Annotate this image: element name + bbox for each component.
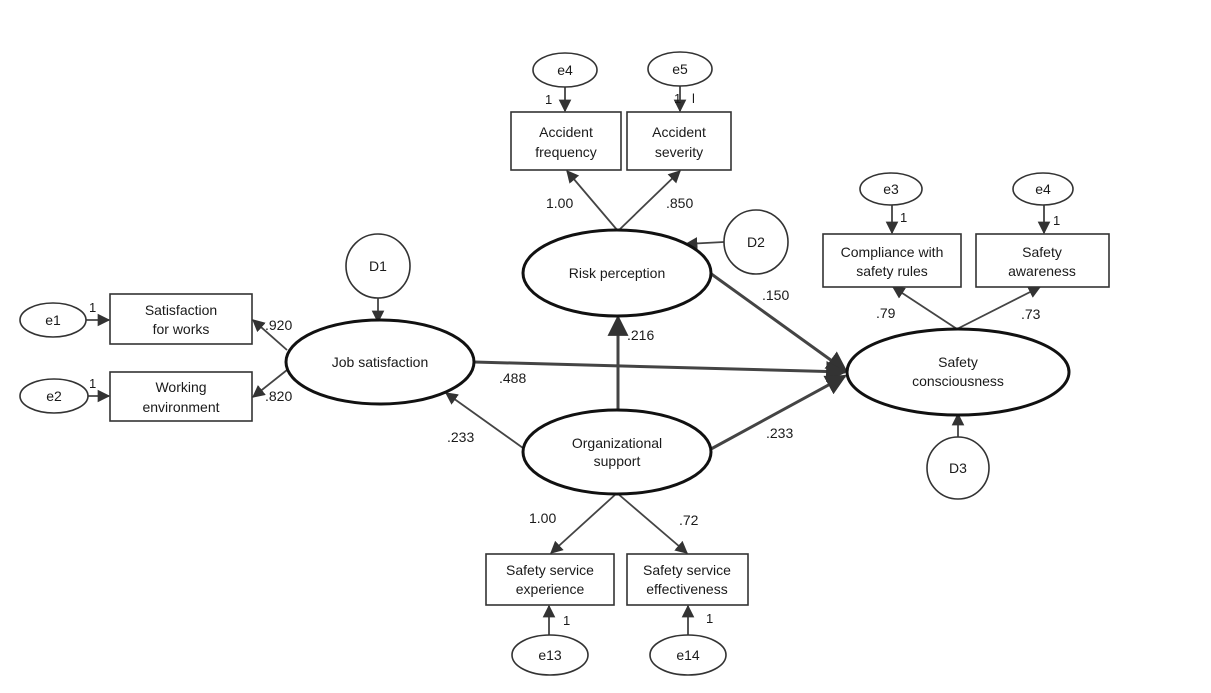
- accident-severity-label-2: severity: [655, 144, 703, 160]
- sc-csr-coefficient: .79: [876, 305, 896, 321]
- os-to-js-path: [444, 392, 524, 449]
- working-environment-label-2: environment: [142, 399, 219, 415]
- accident-severity-label-1: Accident: [652, 124, 706, 140]
- satisfaction-for-works-label-2: for works: [153, 321, 210, 337]
- e3-ellipse: [859, 172, 923, 206]
- e1-ellipse: [19, 302, 87, 338]
- organizational-support-ellipse: [521, 408, 713, 496]
- os-rp-coefficient: .216: [627, 327, 654, 343]
- d2-label: D2: [747, 234, 765, 250]
- e14-label: e14: [676, 647, 700, 663]
- organizational-support-label-2: support: [594, 453, 641, 469]
- js-we-coefficient: .820: [265, 388, 292, 404]
- job-satisfaction-ellipse: [284, 318, 476, 406]
- d1-circle: [345, 233, 411, 299]
- e3-fixed-loading: 1: [900, 210, 907, 225]
- sc-to-csr-path: [891, 286, 958, 330]
- os-to-sc-path: [710, 374, 847, 451]
- e4-top-label: e4: [557, 62, 573, 78]
- working-environment-label-1: Working: [155, 379, 206, 395]
- e5-ellipse: [647, 51, 713, 87]
- os-sc-coefficient: .233: [766, 425, 793, 441]
- compliance-with-safety-rules-label-2: safety rules: [856, 263, 928, 279]
- job-satisfaction-label: Job satisfaction: [332, 354, 429, 370]
- safety-awareness-label-2: awareness: [1008, 263, 1076, 279]
- safety-service-experience-box: [485, 553, 615, 606]
- e2-fixed-loading: 1: [89, 376, 96, 391]
- d1-label: D1: [369, 258, 387, 274]
- os-js-coefficient: .233: [447, 429, 474, 445]
- e14-ellipse: [649, 634, 727, 676]
- os-to-sse-path: [550, 492, 618, 554]
- rp-to-af-path: [566, 170, 619, 232]
- e1-fixed-loading: 1: [89, 300, 96, 315]
- d3-circle: [926, 436, 990, 500]
- os-ssf-coefficient: .72: [679, 512, 699, 528]
- js-to-we-path: [252, 369, 288, 398]
- js-to-sc-path: [473, 360, 848, 382]
- rp-sc-coefficient: .150: [762, 287, 789, 303]
- compliance-with-safety-rules-label-1: Compliance with: [841, 244, 944, 260]
- safety-awareness-label-1: Safety: [1022, 244, 1062, 260]
- rp-to-sc-path: [709, 271, 848, 373]
- risk-perception-label: Risk perception: [569, 265, 666, 281]
- safety-service-experience-label-1: Safety service: [506, 562, 594, 578]
- rp-to-as-path: [617, 170, 681, 232]
- rp-af-coefficient: 1.00: [546, 195, 573, 211]
- risk-perception-ellipse: [521, 228, 713, 318]
- e1-label: e1: [45, 312, 61, 328]
- e5-fixed-loading: 1: [674, 91, 681, 106]
- safety-consciousness-ellipse: [845, 327, 1071, 417]
- e5-label: e5: [672, 61, 688, 77]
- e4-right-fixed-loading: 1: [1053, 213, 1060, 228]
- rp-as-coefficient: .850: [666, 195, 693, 211]
- safety-service-effectiveness-label-1: Safety service: [643, 562, 731, 578]
- safety-service-effectiveness-box: [626, 553, 749, 606]
- accident-frequency-box: [510, 111, 622, 171]
- e5-stray-mark: l: [692, 91, 695, 106]
- e4-top-ellipse: [532, 52, 598, 88]
- safety-awareness-box: [975, 233, 1110, 288]
- e2-label: e2: [46, 388, 62, 404]
- e14-fixed-loading: 1: [706, 611, 713, 626]
- safety-consciousness-label-2: consciousness: [912, 373, 1004, 389]
- accident-frequency-label-1: Accident: [539, 124, 593, 140]
- sc-to-sa-path: [956, 286, 1042, 330]
- satisfaction-for-works-box: [109, 293, 253, 345]
- safety-consciousness-label-1: Safety: [938, 354, 978, 370]
- e4-right-label: e4: [1035, 181, 1051, 197]
- e4-right-ellipse: [1012, 172, 1074, 206]
- e2-ellipse: [19, 378, 89, 414]
- accident-frequency-label-2: frequency: [535, 144, 596, 160]
- organizational-support-label-1: Organizational: [572, 435, 662, 451]
- accident-severity-box: [626, 111, 732, 171]
- safety-service-experience-label-2: experience: [516, 581, 585, 597]
- js-sfw-coefficient: .920: [265, 317, 292, 333]
- e13-label: e13: [538, 647, 562, 663]
- compliance-with-safety-rules-box: [822, 233, 962, 288]
- e4-top-fixed-loading: 1: [545, 92, 552, 107]
- d2-path: [684, 237, 725, 250]
- working-environment-box: [109, 371, 253, 422]
- satisfaction-for-works-label-1: Satisfaction: [145, 302, 217, 318]
- d3-label: D3: [949, 460, 967, 476]
- e13-ellipse: [511, 634, 589, 676]
- d2-circle: [723, 209, 789, 275]
- e13-fixed-loading: 1: [563, 613, 570, 628]
- safety-service-effectiveness-label-2: effectiveness: [646, 581, 727, 597]
- e3-label: e3: [883, 181, 899, 197]
- os-to-ssf-path: [616, 492, 688, 554]
- js-to-sfw-path: [252, 319, 288, 351]
- os-sse-coefficient: 1.00: [529, 510, 556, 526]
- js-sc-coefficient: .488: [499, 370, 526, 386]
- sc-sa-coefficient: .73: [1021, 306, 1041, 322]
